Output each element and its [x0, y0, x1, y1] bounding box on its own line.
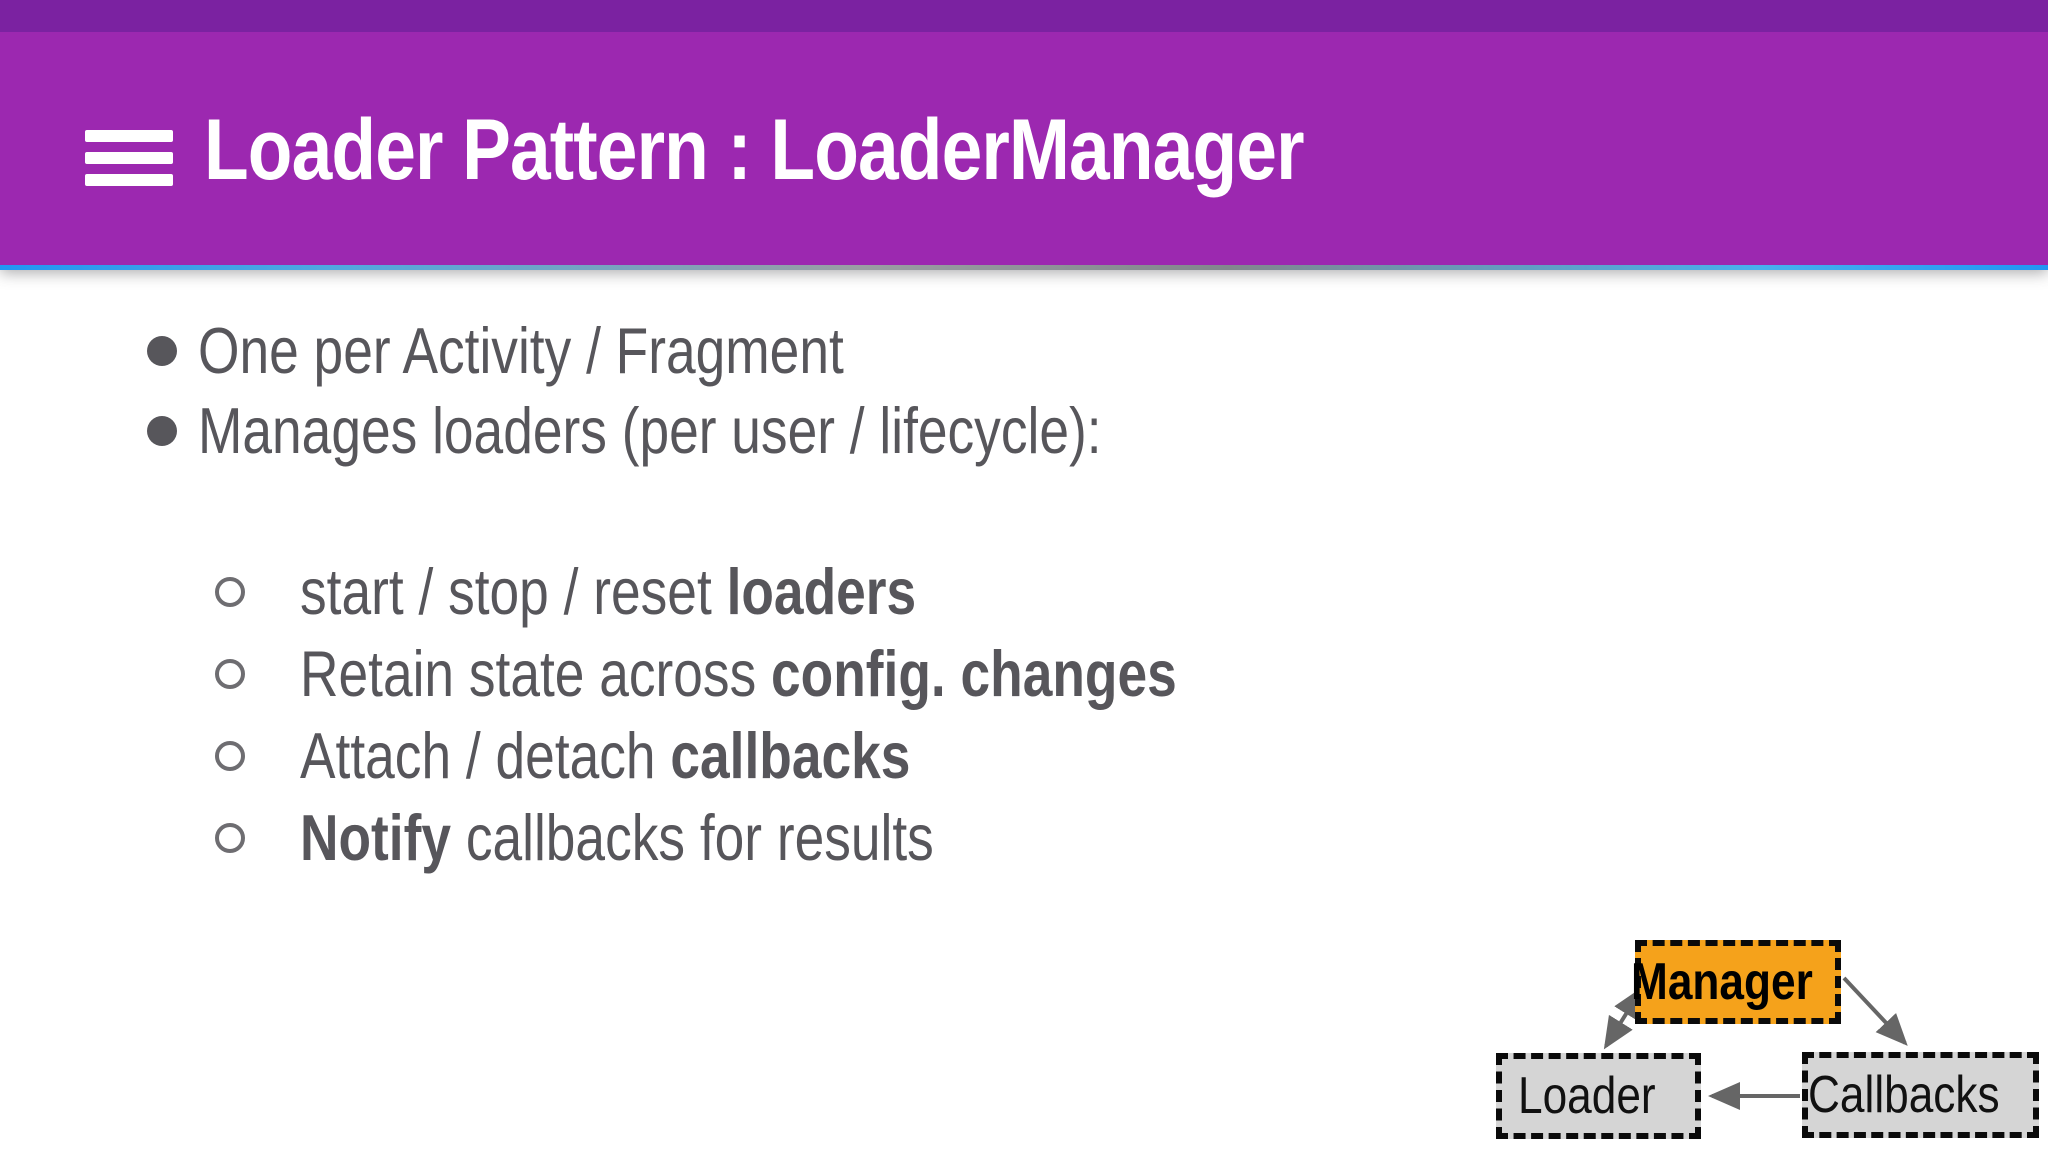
sub-bullet-text: Retain state across config. changes	[300, 637, 1177, 710]
hamburger-bar	[85, 130, 173, 142]
diagram-node-label: Loader	[1517, 1067, 1656, 1125]
sub-bullet-list: start / stop / reset loaders Retain stat…	[215, 551, 1369, 879]
sub-bullet-item: start / stop / reset loaders	[215, 551, 1369, 633]
bullet-text: One per Activity / Fragment	[198, 314, 844, 387]
app-bar: Loader Pattern : LoaderManager	[0, 0, 2048, 270]
diagram-node-loader: Loader	[1496, 1053, 1701, 1139]
header-accent-line	[0, 265, 2048, 270]
diagram-node-manager: Manager	[1631, 940, 1841, 1024]
bullet-item: One per Activity / Fragment	[147, 311, 1300, 391]
hamburger-menu-icon[interactable]	[85, 130, 173, 186]
sub-bullet-item: Attach / detach callbacks	[215, 715, 1369, 797]
arrow-manager-callbacks	[1842, 976, 1908, 1046]
bullet-text: Manages loaders (per user / lifecycle):	[198, 394, 1102, 467]
sub-bullet-text: Attach / detach callbacks	[300, 719, 911, 792]
sub-bullet-text: Notify callbacks for results	[300, 801, 934, 874]
hamburger-bar	[85, 174, 173, 186]
page-title: Loader Pattern : LoaderManager	[204, 102, 1305, 198]
sub-bullet-text: start / stop / reset loaders	[300, 555, 917, 628]
sub-bullet-item: Retain state across config. changes	[215, 633, 1369, 715]
bullet-item: Manages loaders (per user / lifecycle):	[147, 391, 1300, 471]
diagram-node-label: Callbacks	[1807, 1066, 2000, 1124]
hamburger-bar	[85, 152, 173, 164]
status-bar	[0, 0, 2048, 32]
diagram-node-label: Manager	[1631, 953, 1813, 1011]
bullet-list: One per Activity / Fragment Manages load…	[147, 311, 1300, 471]
sub-bullet-item: Notify callbacks for results	[215, 797, 1369, 879]
diagram-node-callbacks: Callbacks	[1802, 1052, 2039, 1138]
